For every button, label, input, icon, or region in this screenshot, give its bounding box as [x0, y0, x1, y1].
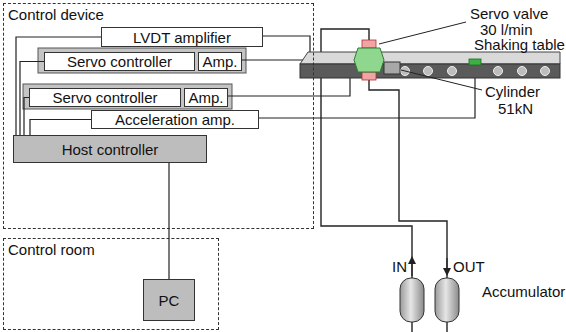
node-label: Acceleration amp. [115, 112, 235, 127]
node-label: PC [159, 293, 180, 308]
signal-wire [30, 120, 91, 136]
host-box: Host controller [13, 135, 207, 163]
signal-wire [169, 163, 170, 279]
amplifier-box: Amp. [184, 88, 228, 107]
part-label: 30 l/min [480, 22, 533, 37]
shaking-table [300, 52, 560, 78]
amplifier-box: LVDT amplifier [101, 27, 263, 47]
control-device-frame: Control deviceLVDT amplifierServo contro… [3, 3, 314, 229]
controller-box: Servo controller [29, 88, 181, 107]
control-room-frame: Control roomPC [3, 238, 219, 330]
controller-band [38, 48, 246, 73]
amplifier-box: Amp. [198, 52, 242, 71]
group-title: Control room [8, 241, 95, 258]
leader-lines [379, 22, 482, 90]
controller-box: Servo controller [44, 52, 195, 71]
group-title: Control device [8, 6, 104, 23]
node-label: Amp. [188, 90, 223, 105]
part-label: 51kN [498, 101, 533, 116]
cylinder [384, 62, 400, 74]
servo-valve [354, 40, 384, 80]
pc-box: PC [143, 279, 195, 321]
node-label: Amp. [202, 54, 237, 69]
node-label: Servo controller [67, 54, 172, 69]
node-label: LVDT amplifier [133, 30, 231, 45]
accumulators [400, 256, 459, 322]
part-label: OUT [453, 259, 485, 274]
controller-band [23, 84, 232, 109]
part-label: Shaking table [474, 37, 565, 52]
part-label: Cylinder [485, 84, 540, 99]
node-label: Host controller [62, 142, 159, 157]
amplifier-box: Acceleration amp. [91, 110, 259, 129]
part-label: Servo valve [470, 6, 548, 21]
node-label: Servo controller [52, 90, 157, 105]
part-label: IN [392, 259, 407, 274]
part-label: Accumulator [482, 284, 565, 299]
